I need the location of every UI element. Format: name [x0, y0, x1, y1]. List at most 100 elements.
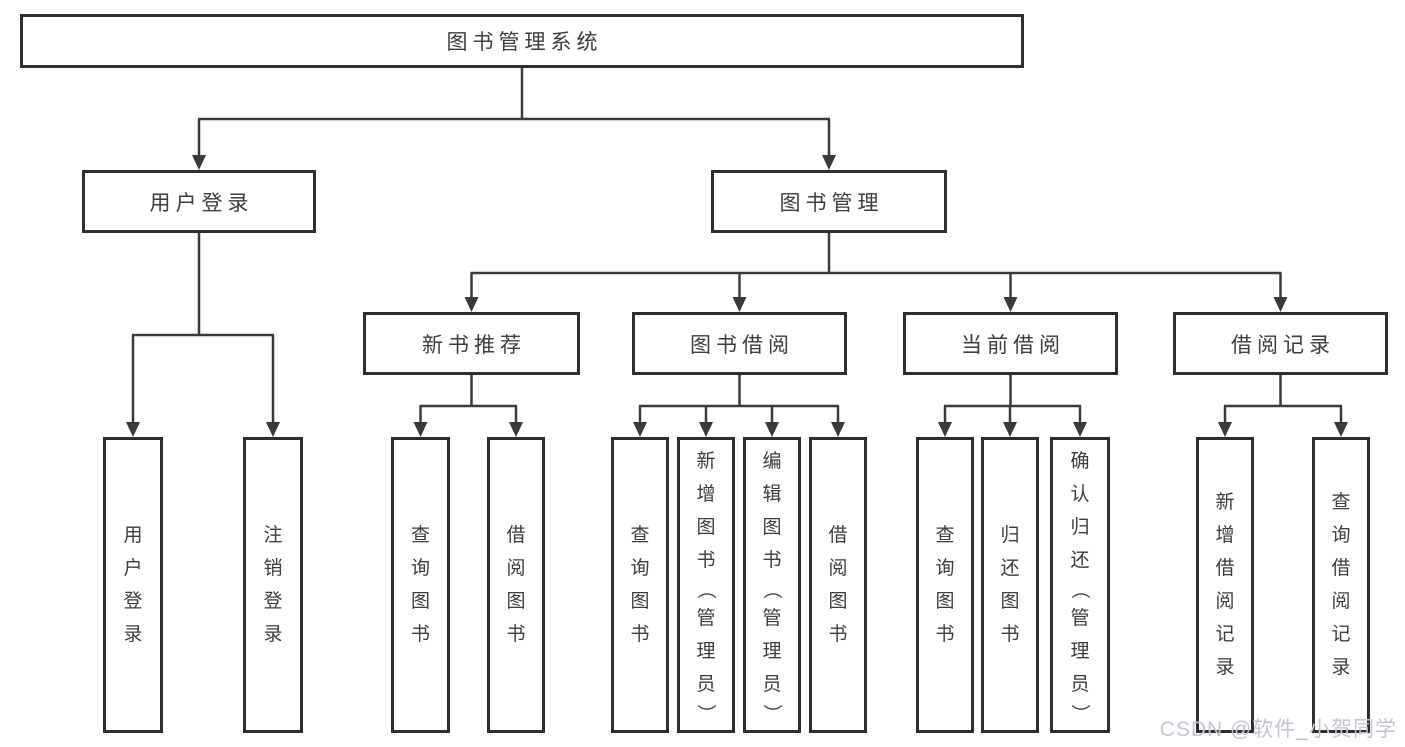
node-label-char: 录 [1215, 657, 1235, 678]
node-label-char: 书 [935, 624, 955, 645]
arrowhead-icon [765, 422, 779, 437]
node-label-char: 询 [1331, 525, 1351, 546]
node-label-char: 还 [1070, 549, 1090, 571]
node-label-char: 用 [123, 525, 143, 546]
node-query-books-2: 查询图书 [611, 437, 669, 733]
node-label-char: 员 [1070, 673, 1090, 695]
node-label-char: 查 [630, 525, 650, 546]
node-label: 用户登录 [149, 191, 254, 215]
node-edit-books-admin: 编辑图书（管理员） [743, 437, 801, 733]
node-label: 图书借阅 [690, 333, 794, 357]
node-book-borrowing: 图书借阅 [632, 312, 847, 375]
node-label-char: 新 [696, 450, 716, 472]
node-new-book-recommend: 新书推荐 [363, 312, 580, 375]
node-label-char: 还 [1000, 558, 1020, 579]
node-label-char: 理 [696, 640, 716, 662]
node-label-char: 阅 [1215, 591, 1235, 612]
node-confirm-return-admin: 确认归还（管理员） [1050, 437, 1110, 733]
node-label: 当前借阅 [961, 333, 1065, 357]
node-label-char: 理 [1070, 640, 1090, 662]
node-label-char: 管 [762, 607, 782, 629]
node-label-char: 借 [1215, 558, 1235, 579]
node-label-char: 图 [506, 591, 526, 612]
node-label: 图书管理 [779, 191, 884, 215]
node-label-char: 书 [828, 624, 848, 645]
node-query-borrow-record: 查询借阅记录 [1312, 437, 1370, 733]
arrowhead-icon [1003, 422, 1017, 437]
node-label-char: （ [1069, 579, 1091, 599]
arrowhead-icon [464, 297, 479, 312]
node-label-char: 录 [123, 624, 143, 645]
node-label-char: 图 [410, 591, 430, 612]
node-label-char: 询 [935, 558, 955, 579]
arrowhead-icon [822, 155, 836, 170]
node-label-char: 管 [696, 607, 716, 629]
node-label-char: 书 [630, 624, 650, 645]
node-label-char: 借 [506, 525, 526, 546]
arrowhead-icon [1218, 422, 1232, 437]
node-label-char: 图 [762, 516, 782, 538]
node-label-char: 书 [762, 549, 782, 571]
node-label-char: 书 [410, 624, 430, 645]
node-root: 图书管理系统 [20, 14, 1024, 68]
node-logout: 注销登录 [243, 437, 303, 733]
node-label-char: 录 [1331, 657, 1351, 678]
node-label-char: 图 [1000, 591, 1020, 612]
node-book-management: 图书管理 [711, 170, 947, 233]
node-label-char: 图 [696, 516, 716, 538]
node-label-char: 登 [263, 591, 283, 612]
node-label-char: 注 [263, 525, 283, 546]
node-label-char: 编 [762, 450, 782, 472]
node-label-char: 查 [410, 525, 430, 546]
arrowhead-icon [699, 422, 713, 437]
node-label-char: 新 [1215, 492, 1235, 513]
node-label-char: 图 [630, 591, 650, 612]
node-label-char: ） [695, 703, 717, 723]
arrowhead-icon [1334, 422, 1348, 437]
arrowhead-icon [413, 422, 428, 437]
node-label-char: 查 [935, 525, 955, 546]
node-label-char: 登 [123, 591, 143, 612]
node-login: 用户登录 [103, 437, 163, 733]
node-label-char: ） [1069, 703, 1091, 723]
node-label-char: 书 [506, 624, 526, 645]
node-label-char: 记 [1331, 624, 1351, 645]
node-add-borrow-record: 新增借阅记录 [1196, 437, 1254, 733]
arrowhead-icon [633, 422, 647, 437]
node-add-books-admin: 新增图书（管理员） [677, 437, 735, 733]
node-label-char: 询 [630, 558, 650, 579]
node-label-char: 书 [1000, 624, 1020, 645]
node-current-borrowing: 当前借阅 [903, 312, 1118, 375]
node-label-char: 借 [1331, 558, 1351, 579]
node-label-char: 户 [123, 558, 143, 579]
node-label-char: 增 [696, 483, 716, 505]
node-label-char: 辑 [762, 483, 782, 505]
node-label-char: 询 [410, 558, 430, 579]
node-label-char: 员 [762, 673, 782, 695]
arrowhead-icon [266, 422, 280, 437]
node-borrowing-records: 借阅记录 [1173, 312, 1388, 375]
arrowhead-icon [732, 297, 747, 312]
node-label-char: 查 [1331, 492, 1351, 513]
node-label: 新书推荐 [422, 333, 526, 357]
node-label-char: （ [695, 579, 717, 599]
node-user-login: 用户登录 [82, 170, 316, 233]
node-label-char: （ [761, 579, 783, 599]
arrowhead-icon [1273, 297, 1288, 312]
node-label-char: 记 [1215, 624, 1235, 645]
node-label-char: 归 [1000, 525, 1020, 546]
node-label-char: 阅 [506, 558, 526, 579]
arrowhead-icon [938, 422, 952, 437]
node-label: 图书管理系统 [446, 31, 603, 54]
arrowhead-icon [1073, 422, 1087, 437]
arrowhead-icon [509, 422, 523, 437]
node-label: 借阅记录 [1231, 333, 1335, 357]
arrowhead-icon [1003, 297, 1018, 312]
node-label-char: 录 [263, 624, 283, 645]
arrowhead-icon [126, 422, 140, 437]
node-label-char: 阅 [1331, 591, 1351, 612]
node-return-books: 归还图书 [981, 437, 1039, 733]
node-query-books-3: 查询图书 [916, 437, 974, 733]
